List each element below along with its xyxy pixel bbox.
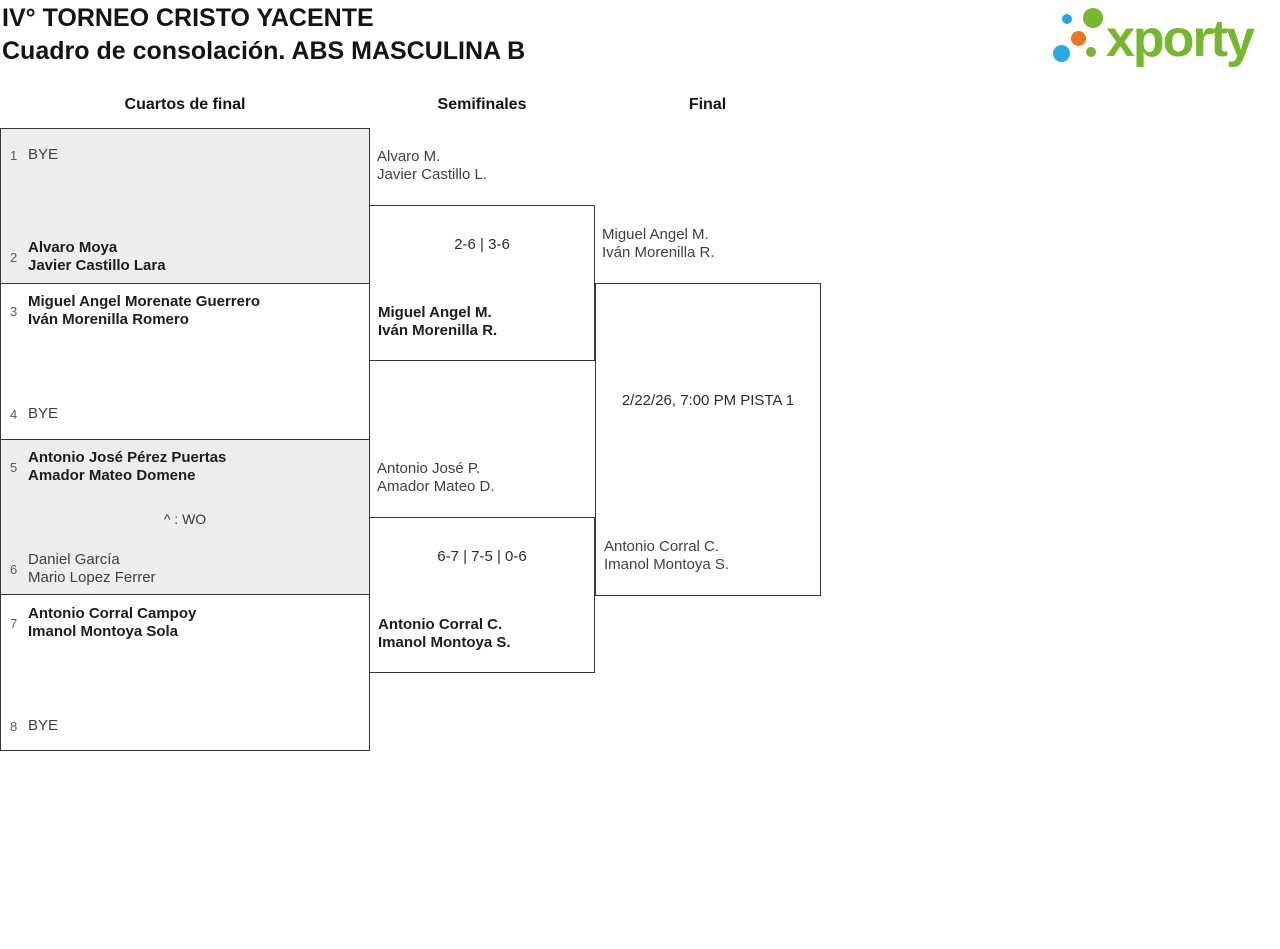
- player-name: Imanol Montoya S.: [604, 556, 730, 573]
- player-name: Alvaro Moya: [28, 239, 118, 256]
- player-name: Antonio Corral C.: [604, 538, 720, 555]
- walkover-note: ^ : WO: [163, 511, 207, 527]
- player-name: Antonio José P.: [377, 460, 481, 477]
- sf2-team-a: Antonio José P. Amador Mateo D.: [377, 460, 495, 496]
- logo-wordmark: xporty: [1106, 10, 1255, 68]
- qf-match-box-1: 1 BYE 2 Alvaro Moya Javier Castillo Lara: [0, 128, 370, 284]
- final-match-box: 2/22/26, 7:00 PM PISTA 1 Antonio Corral …: [595, 283, 821, 596]
- player-name: Imanol Montoya Sola: [28, 623, 179, 640]
- player-name: Mario Lopez Ferrer: [28, 569, 156, 586]
- logo-dot-orange: [1071, 31, 1086, 46]
- player-name: Imanol Montoya S.: [378, 634, 511, 651]
- seed-number: 1: [10, 147, 18, 163]
- player-name: Miguel Angel Morenate Guerrero: [28, 293, 260, 310]
- match-schedule: 2/22/26, 7:00 PM PISTA 1: [621, 392, 795, 409]
- seed-number: 7: [10, 615, 18, 631]
- player-name: Amador Mateo D.: [377, 478, 495, 495]
- logo-dot-blue-large: [1053, 45, 1070, 62]
- final-team-a: Miguel Angel M. Iván Morenilla R.: [602, 226, 715, 262]
- bye-label: BYE: [28, 146, 59, 163]
- team-slot: 5 Antonio José Pérez Puertas Amador Mate…: [10, 449, 226, 485]
- logo-dot-blue-small: [1062, 14, 1072, 24]
- logo-dot-green-small: [1086, 47, 1096, 57]
- seed-number: 4: [10, 406, 18, 422]
- player-name: Javier Castillo L.: [377, 166, 488, 183]
- team-slot: 7 Antonio Corral Campoy Imanol Montoya S…: [10, 605, 196, 641]
- round-header-final: Final: [688, 96, 727, 113]
- player-name: Miguel Angel M.: [378, 304, 492, 321]
- player-name: Miguel Angel M.: [602, 226, 709, 243]
- qf-match-box-4: 7 Antonio Corral Campoy Imanol Montoya S…: [0, 594, 370, 751]
- player-name: Javier Castillo Lara: [28, 257, 166, 274]
- player-name: Iván Morenilla Romero: [28, 311, 189, 328]
- seed-number: 5: [10, 459, 18, 475]
- sf-match-box-1: 2-6 | 3-6 Miguel Angel M. Iván Morenilla…: [369, 205, 595, 361]
- player-name: Daniel García: [28, 551, 120, 568]
- team-slot: 6 Daniel García Mario Lopez Ferrer: [10, 551, 156, 587]
- player-name: Iván Morenilla R.: [378, 322, 498, 339]
- seed-number: 2: [10, 249, 18, 265]
- qf-match-box-3: 5 Antonio José Pérez Puertas Amador Mate…: [0, 439, 370, 595]
- team-slot: 8 BYE: [10, 717, 58, 735]
- match-winner: Miguel Angel M. Iván Morenilla R.: [378, 304, 497, 340]
- player-name: Antonio Corral C.: [378, 616, 503, 633]
- seed-number: 6: [10, 561, 18, 577]
- page-subtitle: Cuadro de consolación. ABS MASCULINA B: [2, 37, 526, 65]
- match-score: 6-7 | 7-5 | 0-6: [437, 548, 527, 565]
- sf1-team-a: Alvaro M. Javier Castillo L.: [377, 148, 487, 184]
- bye-label: BYE: [28, 717, 59, 734]
- player-name: Alvaro M.: [377, 148, 441, 165]
- team-slot: 1 BYE: [10, 146, 58, 164]
- final-team-b: Antonio Corral C. Imanol Montoya S.: [604, 538, 729, 574]
- player-name: Amador Mateo Domene: [28, 467, 196, 484]
- seed-number: 3: [10, 303, 18, 319]
- player-name: Antonio Corral Campoy: [28, 605, 197, 622]
- logo-dot-green-large: [1083, 8, 1103, 28]
- round-header-quarterfinals: Cuartos de final: [124, 96, 246, 113]
- match-winner: Antonio Corral C. Imanol Montoya S.: [378, 616, 511, 652]
- round-header-semifinals: Semifinales: [437, 96, 527, 113]
- player-name: Iván Morenilla R.: [602, 244, 715, 261]
- player-name: Antonio José Pérez Puertas: [28, 449, 227, 466]
- sf-match-box-2: 6-7 | 7-5 | 0-6 Antonio Corral C. Imanol…: [369, 517, 595, 673]
- page-header: IV° TORNEO CRISTO YACENTE Cuadro de cons…: [2, 2, 525, 68]
- team-slot: 2 Alvaro Moya Javier Castillo Lara: [10, 239, 166, 275]
- bye-label: BYE: [28, 405, 59, 422]
- seed-number: 8: [10, 718, 18, 734]
- qf-match-box-2: 3 Miguel Angel Morenate Guerrero Iván Mo…: [0, 283, 370, 440]
- match-score: 2-6 | 3-6: [454, 236, 510, 253]
- team-slot: 4 BYE: [10, 405, 58, 423]
- page-title: IV° TORNEO CRISTO YACENTE: [2, 4, 374, 32]
- team-slot: 3 Miguel Angel Morenate Guerrero Iván Mo…: [10, 293, 260, 329]
